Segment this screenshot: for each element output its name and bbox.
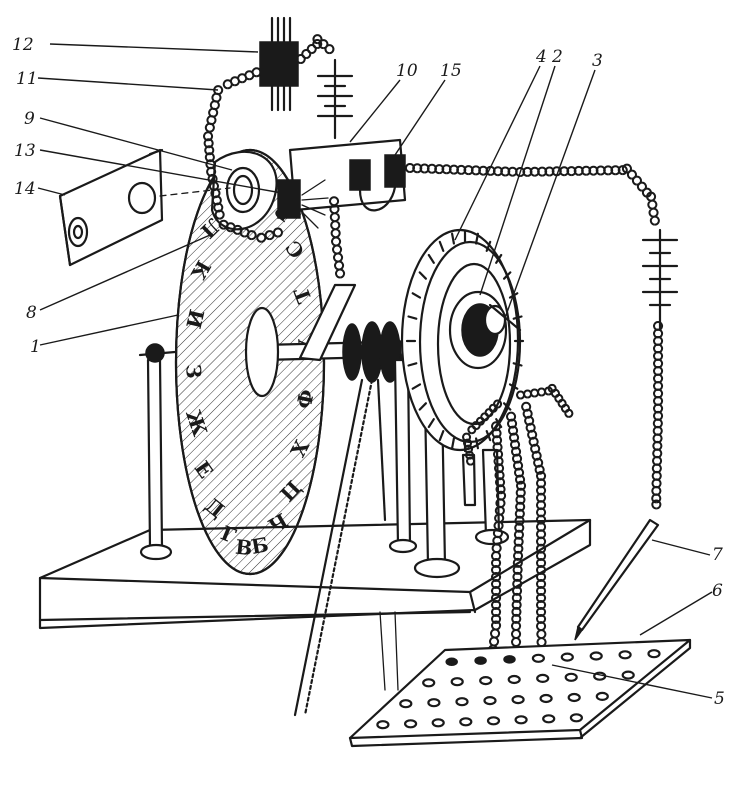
plate-contact-holes: [376, 649, 661, 730]
drive-belt: [293, 378, 387, 717]
plate-hole: [479, 675, 493, 686]
plate-hole: [511, 694, 525, 705]
label-3: 3: [592, 51, 603, 71]
contact-plate: [348, 638, 692, 748]
plate-hole: [427, 698, 441, 708]
wheel-segment: [475, 437, 479, 450]
wheel-segment: [451, 437, 455, 450]
pointer-bracket: [298, 283, 357, 362]
label-12: 12: [12, 35, 34, 55]
wheel-segment: [508, 383, 519, 390]
plate-hole: [647, 649, 661, 659]
plate-hole: [589, 651, 603, 661]
wheel-segment: [411, 383, 422, 390]
coiled-wire: [462, 399, 503, 466]
battery-top: [316, 58, 354, 140]
wheel-segment: [427, 418, 435, 429]
plate-hole: [569, 713, 584, 723]
label-1: 1: [30, 337, 41, 357]
plate-hole: [404, 719, 418, 729]
plate-hole: [564, 672, 578, 682]
coiled-wire: [506, 411, 527, 655]
coiled-wire: [203, 67, 283, 243]
label-11: 11: [16, 69, 38, 89]
plate-hole: [445, 657, 458, 667]
wheel-segment: [411, 292, 422, 299]
cable-bundle: [259, 16, 299, 112]
coiled-wire: [329, 196, 346, 279]
lamp-housing: [210, 150, 329, 231]
plate-hole: [503, 655, 516, 664]
plate-hole: [531, 653, 546, 663]
wheel-segment: [407, 362, 418, 367]
wheel-segment: [451, 232, 455, 245]
wheel-segment: [438, 240, 445, 252]
plate-hole: [621, 670, 635, 680]
wheel-segment: [427, 253, 435, 264]
label-7: 7: [712, 545, 723, 565]
label-6: 6: [712, 581, 723, 601]
plate-hole: [536, 673, 550, 684]
wheel-segment: [512, 315, 523, 320]
base-board: [38, 518, 592, 691]
plate-hole: [542, 714, 556, 724]
wheel-segment: [485, 430, 492, 442]
label-8: 8: [26, 303, 37, 323]
coiled-wire: [404, 163, 660, 226]
label-10: 10: [396, 61, 418, 81]
plate-hole: [567, 692, 581, 703]
label-15: 15: [440, 61, 462, 81]
plate-hole: [618, 650, 632, 660]
wheel-segment: [503, 271, 512, 280]
plate-hole: [486, 716, 501, 726]
wheel-segment: [418, 402, 427, 411]
wheel-segment: [485, 240, 492, 252]
wheel-segment: [503, 402, 512, 411]
plate-hole: [474, 656, 487, 665]
wheel-segment: [438, 430, 445, 442]
label-14: 14: [14, 179, 36, 199]
wheel-segment: [407, 315, 418, 320]
stylus: [574, 518, 660, 641]
wheel-hub: [448, 290, 522, 370]
plate-hole: [459, 717, 473, 727]
plate-hole: [507, 674, 521, 685]
label-4: 4: [535, 47, 547, 67]
plate-hole: [455, 697, 469, 707]
label-5: 5: [714, 689, 725, 709]
disc-letter: Ф: [292, 387, 319, 410]
disc-letter: В: [234, 535, 253, 561]
disc-letter: З: [181, 364, 206, 380]
plate-hole: [483, 695, 497, 706]
coiled-wires: [203, 34, 664, 656]
coiled-wire: [651, 321, 664, 510]
wheel-segment: [475, 232, 479, 245]
plate-hole: [560, 652, 574, 662]
label-13: 13: [14, 141, 36, 161]
battery-right: [641, 228, 679, 332]
coiled-wire: [516, 383, 574, 418]
label-2: 2: [551, 47, 563, 67]
plate-hole: [539, 693, 553, 704]
plate-hole: [450, 677, 464, 687]
left-support-post: [138, 343, 177, 561]
plate-hole: [422, 678, 436, 688]
plate-hole: [376, 720, 390, 730]
disc-letter: Б: [249, 532, 270, 559]
label-9: 9: [24, 109, 35, 129]
disc-letter: И: [181, 307, 209, 331]
wheel-segment: [512, 362, 523, 367]
leader-lines: [37, 43, 713, 699]
callout-labels: 12 11 9 13 14 10 15 4 2 3 8 1 7 6 5: [12, 35, 725, 709]
coiled-wire: [295, 34, 335, 64]
wheel-segment: [495, 253, 503, 264]
plate-hole: [595, 691, 609, 702]
plate-hole: [431, 718, 445, 728]
coiled-wire: [488, 421, 507, 655]
coiled-wire: [521, 401, 547, 656]
plate-hole: [399, 699, 413, 709]
wheel-segment: [418, 271, 427, 280]
plate-hole: [514, 715, 528, 725]
